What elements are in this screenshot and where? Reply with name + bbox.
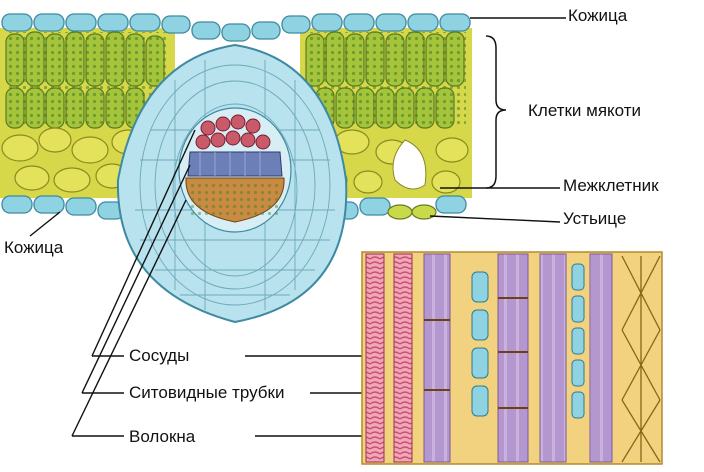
longitudinal-section	[361, 251, 663, 465]
midrib	[116, 43, 348, 324]
xylem	[195, 114, 271, 150]
upper-epidermis	[1, 13, 471, 42]
label-vessels: Сосуды	[129, 346, 190, 365]
label-epidermis-bottom: Кожица	[4, 238, 64, 257]
lower-epidermis	[1, 195, 467, 220]
label-fibers: Волокна	[129, 427, 196, 446]
mesophyll-bracket	[485, 35, 507, 189]
label-mesophyll: Клетки мякоти	[528, 101, 642, 120]
phloem	[187, 151, 283, 177]
stoma	[387, 204, 437, 220]
label-sieve-tubes: Ситовидные трубки	[129, 383, 285, 402]
label-intercellular: Межклетник	[563, 176, 659, 195]
label-epidermis-top: Кожица	[568, 6, 628, 25]
label-stoma: Устьице	[563, 209, 627, 228]
